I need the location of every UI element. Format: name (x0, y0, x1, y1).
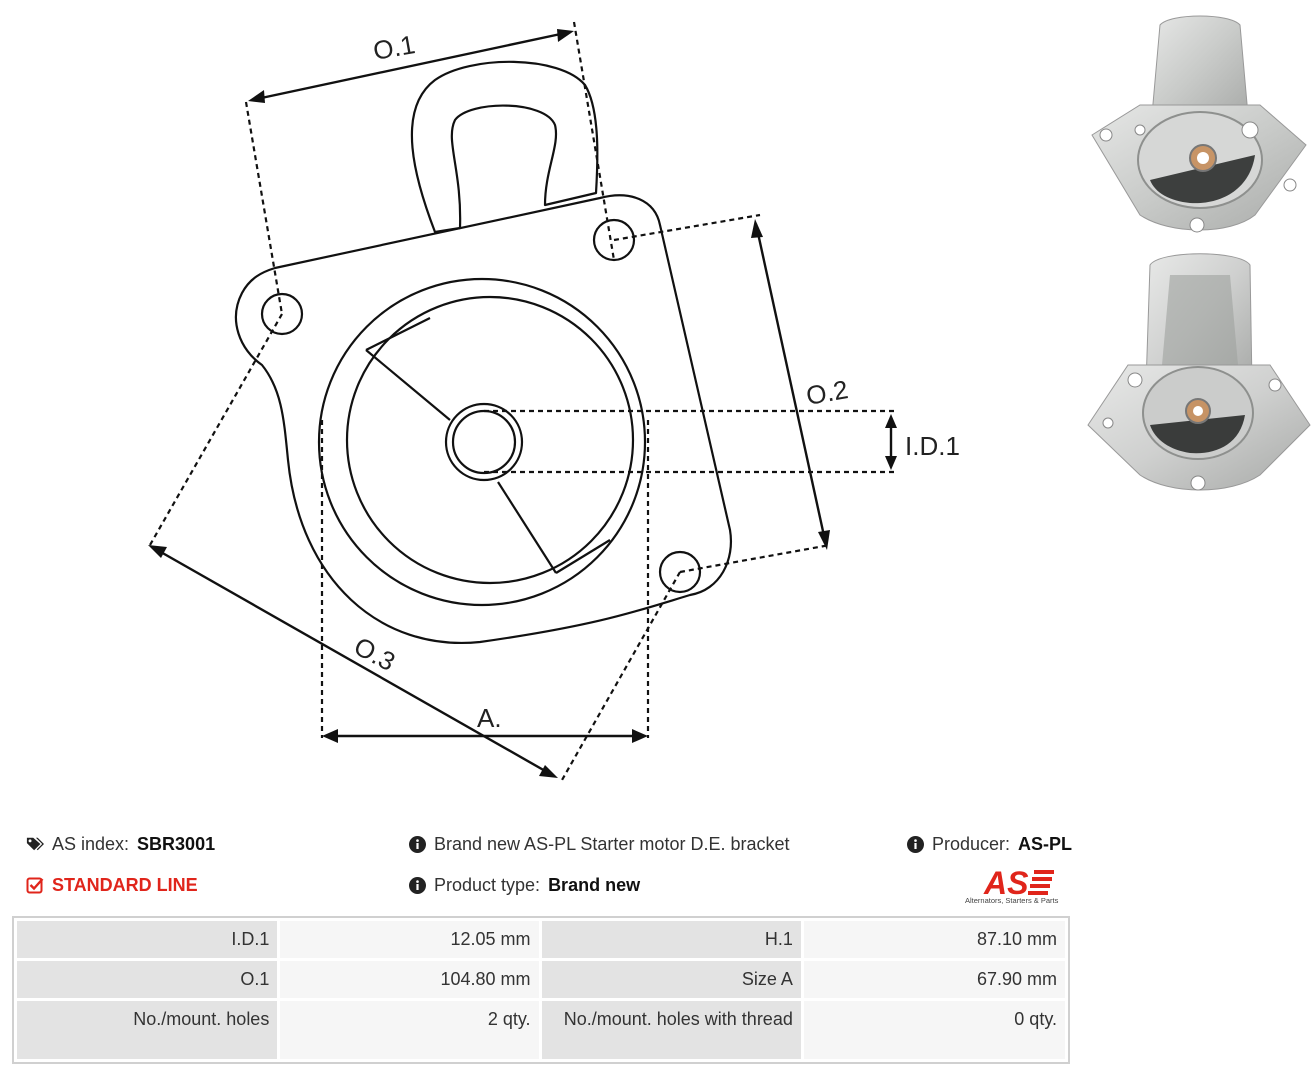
producer: Producer: AS-PL (906, 833, 1072, 855)
info-circle-icon (408, 835, 426, 853)
as-index-label: AS index: (52, 834, 130, 854)
spec-key: Size A (538, 958, 804, 1001)
as-index: AS index: SBR3001 (26, 833, 215, 855)
info-circle-icon (408, 876, 426, 894)
standard-line: STANDARD LINE (26, 874, 198, 896)
table-row: O.1 104.80 mm Size A 67.90 mm (13, 958, 1069, 1001)
product-type-label: Product type: (434, 875, 541, 895)
spec-key: O.1 (13, 958, 281, 1001)
table-row: No./mount. holes 2 qty. No./mount. holes… (13, 998, 1069, 1062)
spec-value: 2 qty. (277, 998, 542, 1062)
description-text: Brand new AS-PL Starter motor D.E. brack… (434, 834, 790, 854)
technical-drawing: O.1 O.2 O.3 I.D.1 A. (148, 21, 960, 781)
producer-label: Producer: (932, 834, 1011, 854)
spec-value: 67.90 mm (800, 958, 1069, 1001)
specs-table: I.D.1 12.05 mm H.1 87.10 mm O.1 104.80 m… (12, 916, 1070, 1064)
producer-value: AS-PL (1018, 834, 1073, 854)
dim-label-o2: O.2 (804, 374, 850, 411)
dim-label-id1: I.D.1 (905, 431, 960, 461)
as-pl-logo: AS (983, 865, 1054, 901)
as-index-value: SBR3001 (137, 834, 216, 854)
spec-key: H.1 (538, 918, 804, 961)
svg-text:AS: AS (983, 865, 1029, 901)
tags-icon (26, 835, 44, 853)
spec-value: 104.80 mm (277, 958, 542, 1001)
product-type-value: Brand new (548, 875, 641, 895)
product-description: Brand new AS-PL Starter motor D.E. brack… (408, 833, 789, 855)
dim-label-a: A. (477, 703, 502, 733)
standard-line-label: STANDARD LINE (52, 875, 198, 895)
product-photo-front (1091, 15, 1307, 233)
check-square-icon (26, 876, 44, 894)
bracket-plate (234, 194, 733, 645)
table-row: I.D.1 12.05 mm H.1 87.10 mm (13, 918, 1069, 961)
dim-label-o3: O.3 (349, 631, 400, 677)
spec-value: 0 qty. (800, 998, 1069, 1062)
product-type: Product type: Brand new (408, 874, 640, 896)
spec-key: No./mount. holes (13, 998, 281, 1062)
spec-key: No./mount. holes with thread (538, 998, 804, 1062)
spec-key: I.D.1 (13, 918, 281, 961)
info-circle-icon (906, 835, 924, 853)
spec-value: 87.10 mm (800, 918, 1069, 961)
logo-tagline: Alternators, Starters & Parts (965, 896, 1059, 905)
dim-label-o1: O.1 (371, 29, 417, 66)
bracket-handle (410, 60, 599, 234)
spec-value: 12.05 mm (277, 918, 542, 961)
product-photo-angle (1087, 253, 1311, 491)
